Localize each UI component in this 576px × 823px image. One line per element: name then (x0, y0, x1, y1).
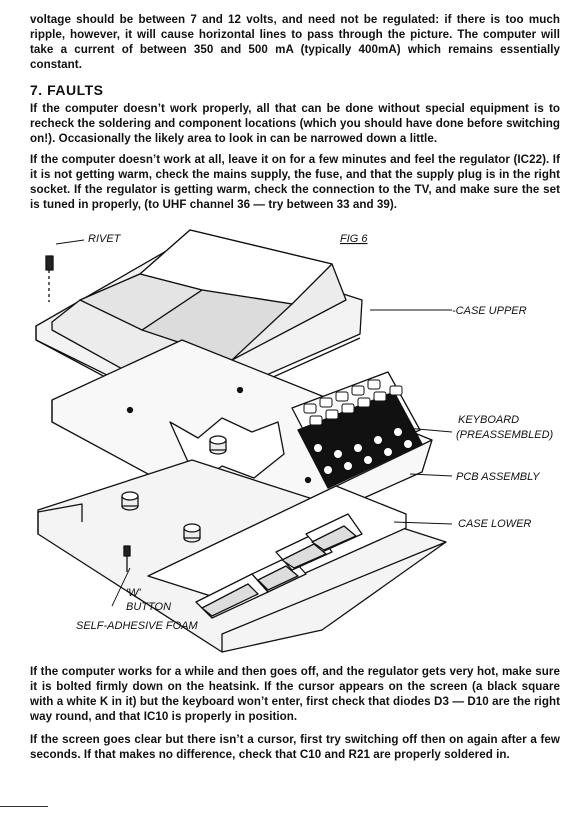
exploded-assembly-figure: RIVET FIG 6 -CASE UPPER KEYBOARD (PREASS… (22, 222, 562, 662)
bottom-divider (0, 806, 48, 807)
case-upper-drawing (35, 229, 363, 419)
intro-paragraph: voltage should be between 7 and 12 volts… (30, 13, 560, 71)
figure-caption: FIG 6 (340, 233, 368, 245)
rivet-label: RIVET (88, 233, 122, 245)
case-upper-label: -CASE UPPER (452, 305, 527, 317)
keyboard-sublabel: (PREASSEMBLED) (456, 429, 554, 441)
keyboard-label: KEYBOARD (458, 414, 519, 426)
case-lower-label: CASE LOWER (458, 518, 531, 530)
faults-paragraph-3: If the computer works for a while and th… (30, 665, 560, 723)
rivet-icon (45, 255, 54, 302)
pcb-label: PCB ASSEMBLY (456, 471, 540, 483)
section-heading: 7. FAULTS (30, 82, 104, 98)
faults-paragraph-4: If the screen goes clear but there isn’t… (30, 733, 560, 761)
w-button-label: 'W' (126, 587, 141, 599)
w-button-icon (123, 545, 131, 572)
keyboard-drawing (291, 371, 423, 489)
case-lower-drawing (37, 435, 447, 653)
foam-label: SELF-ADHESIVE FOAM (76, 620, 198, 632)
faults-paragraph-2: If the computer doesn’t work at all, lea… (30, 153, 560, 211)
faults-paragraph-1: If the computer doesn’t work properly, a… (30, 102, 560, 145)
w-button-sublabel: BUTTON (126, 601, 171, 613)
assembly-drawing: RIVET FIG 6 -CASE UPPER KEYBOARD (PREASS… (35, 229, 554, 653)
